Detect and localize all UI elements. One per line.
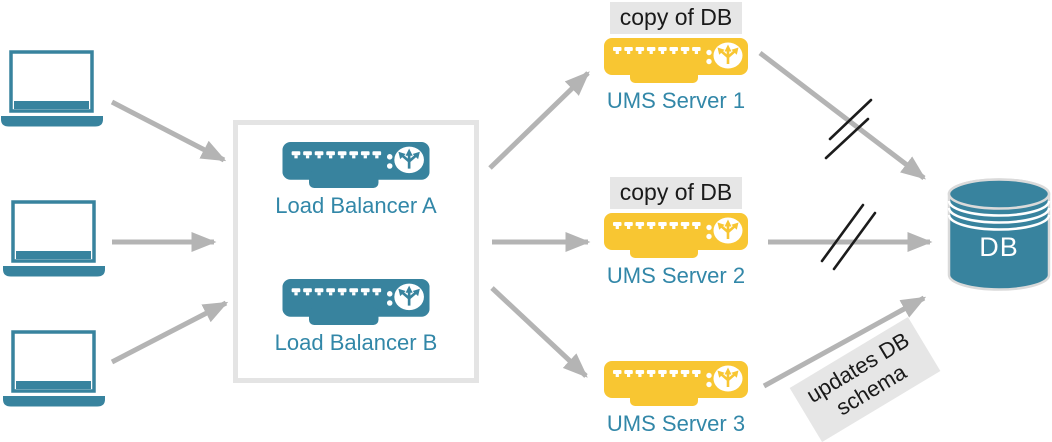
laptop-icon — [2, 330, 106, 408]
load-balancer-b: Load Balancer B — [238, 279, 474, 356]
load-balancer-icon — [282, 279, 430, 326]
arrow-lb-to-ums1 — [488, 71, 590, 170]
load-balancer-label: Load Balancer B — [274, 330, 438, 355]
load-balancer-label: Load Balancer A — [275, 193, 437, 218]
client-laptop-2 — [2, 200, 106, 283]
load-balancer-a: Load Balancer A — [238, 142, 474, 219]
load-balancer-box: Load Balancer A Load Balancer B — [233, 120, 479, 383]
copy-of-db-badge: copy of DB — [609, 177, 743, 209]
broken-connection-slashes-2 — [820, 203, 877, 271]
schema-note: updates DB schema — [789, 316, 941, 442]
load-balancer-icon — [282, 142, 430, 189]
ums-server-label: UMS Server 3 — [606, 411, 746, 436]
laptop-icon — [0, 50, 104, 128]
ums-server-1: copy of DB UMS Server 1 — [601, 2, 751, 114]
database-label: DB — [979, 232, 1019, 262]
ums-server-label: UMS Server 1 — [606, 88, 746, 113]
database-cylinder-icon — [947, 178, 1051, 291]
copy-of-db-badge: copy of DB — [609, 2, 743, 34]
arrow-ums1-to-db — [758, 51, 926, 180]
arrow-client3-to-lb — [110, 300, 229, 365]
arrow-lb-to-ums3 — [490, 286, 588, 378]
arrow-client1-to-lb — [110, 99, 227, 163]
server-icon — [604, 361, 748, 407]
server-icon — [604, 38, 748, 84]
ums-server-3: UMS Server 3 — [601, 361, 751, 437]
database-node: DB — [946, 176, 1052, 292]
client-laptop-1 — [0, 50, 104, 133]
server-icon — [604, 213, 748, 259]
laptop-icon — [2, 200, 106, 278]
ums-server-2: copy of DB UMS Server 2 — [601, 177, 751, 289]
broken-connection-slashes-1 — [824, 98, 873, 160]
ums-server-label: UMS Server 2 — [606, 263, 746, 288]
client-laptop-3 — [2, 330, 106, 413]
